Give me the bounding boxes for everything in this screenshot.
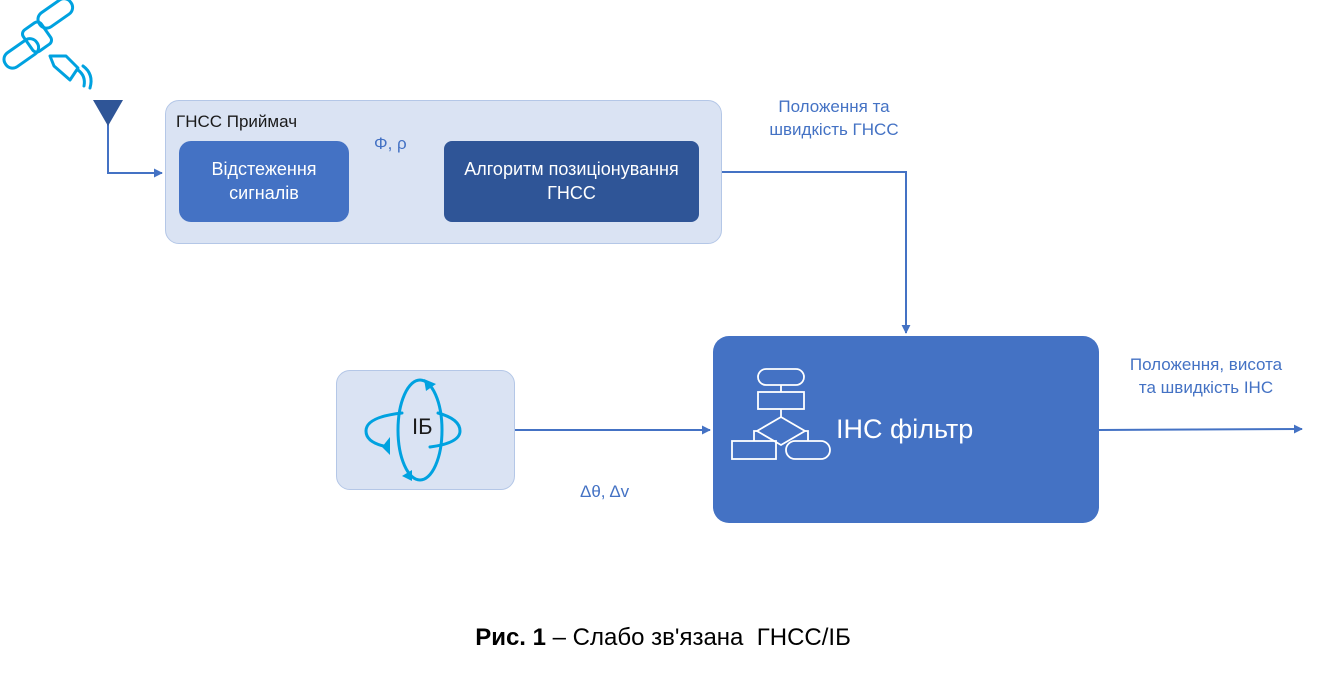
ins-output-line-1: Положення, висота <box>1129 355 1283 374</box>
ins-filter-label: ІНС фільтр <box>836 414 974 444</box>
figure-caption-text: – Слабо зв'язана ГНСС/ІБ <box>545 624 851 651</box>
gnss-positioning-label: Алгоритм позиціонування ГНСС <box>464 159 679 203</box>
signal-tracking-block: Відстеження сигналів <box>179 141 349 222</box>
imu-output-label: Δθ, Δv <box>580 482 630 501</box>
receiver-title: ГНСС Приймач <box>176 112 298 131</box>
filter-output-arrow <box>1098 424 1303 434</box>
phase-range-label: Φ, ρ <box>374 134 407 153</box>
ins-output-label: Положення, висота та швидкість ІНС <box>1106 354 1306 400</box>
satellite-icon <box>2 0 93 90</box>
ins-filter-block <box>713 336 1099 523</box>
figure-number: Рис. 1 <box>475 624 546 651</box>
gnss-output-line-1: Положення та <box>778 97 890 116</box>
gnss-output-line-2: швидкість ГНСС <box>769 119 899 139</box>
figure-caption: Рис. 1 – Слабо зв'язана ГНСС/ІБ <box>0 624 1326 652</box>
imu-rotation-icon <box>364 378 462 482</box>
ins-output-line-2: та швидкість ІНС <box>1138 377 1274 397</box>
gnss-output-label: Положення та швидкість ГНСС <box>744 96 924 142</box>
gnss-positioning-block: Алгоритм позиціонування ГНСС <box>444 141 699 222</box>
gnss-to-filter-arrow <box>722 171 911 334</box>
signal-tracking-label: Відстеження сигналів <box>211 159 317 203</box>
antenna-icon <box>93 100 123 126</box>
imu-label: ІБ <box>412 414 433 439</box>
antenna-to-receiver-arrow <box>107 124 163 178</box>
flowchart-icon <box>731 368 831 460</box>
